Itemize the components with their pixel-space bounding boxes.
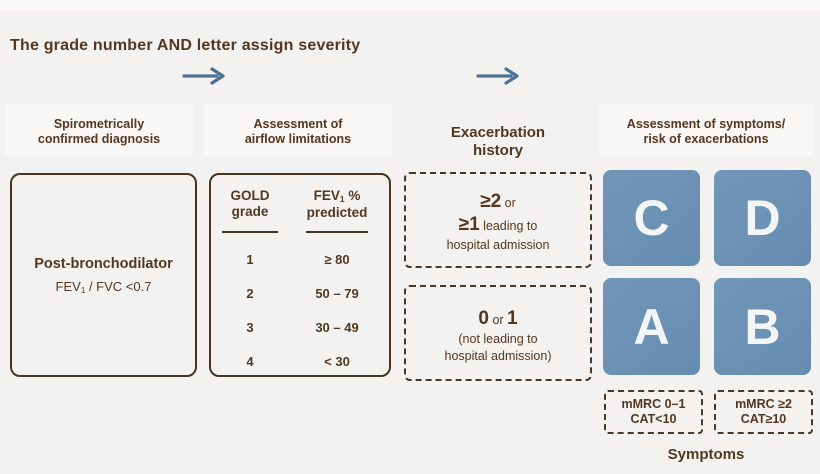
percent-text: % — [344, 188, 361, 203]
header-line: Spirometrically — [53, 117, 145, 131]
header-line: Exacerbation — [450, 124, 546, 141]
arrow-right-icon — [182, 67, 225, 85]
table-header-fev-predicted: FEV1 % predicted — [307, 188, 368, 221]
fev-cell: ≥ 80 — [324, 252, 350, 267]
exacerbation-line: ≥1 leading to — [459, 214, 538, 237]
page-title: The grade number AND letter assign sever… — [10, 37, 361, 54]
column-header-symptoms-risk: Assessment of symptoms/ risk of exacerba… — [599, 117, 813, 147]
table-row: 2 50 – 79 — [211, 286, 389, 301]
small-text: leading to — [479, 218, 538, 233]
header-chip-symptoms — [599, 104, 813, 156]
group-letter: B — [744, 298, 781, 355]
header-line: GOLD — [230, 188, 270, 203]
header-line: airflow limitations — [244, 132, 352, 146]
big-number: 1 — [507, 308, 518, 329]
table-row: 3 30 – 49 — [211, 320, 389, 335]
gold-grade-table-box: GOLD grade FEV1 % predicted 1 ≥ 80 2 50 … — [209, 173, 391, 377]
grade-cell: 4 — [246, 354, 254, 369]
header-chip-diagnosis — [5, 104, 193, 156]
table-header-gold-grade: GOLD grade — [231, 188, 270, 221]
fvc-text: / FVC <0.7 — [85, 279, 152, 294]
grade-cell: 1 — [246, 252, 254, 267]
group-letter: A — [633, 298, 670, 355]
big-number: 0 — [478, 308, 489, 329]
symptom-score-box-high: mMRC ≥2 CAT≥10 — [714, 390, 813, 434]
grade-cell: 2 — [246, 286, 254, 301]
group-letter: C — [633, 190, 670, 246]
exacerbation-line: hospital admission) — [444, 348, 552, 363]
fev-subscript: 1 — [339, 194, 345, 205]
header-line: Assessment of — [253, 117, 343, 131]
group-square-a: A — [603, 278, 700, 375]
group-letter: D — [744, 190, 781, 246]
fev-cell: < 30 — [324, 354, 350, 369]
header-line: confirmed diagnosis — [37, 132, 161, 146]
top-strip — [0, 0, 820, 10]
fev-text: FEV — [55, 279, 81, 294]
arrow-right-icon — [476, 67, 519, 85]
group-square-b: B — [714, 278, 811, 375]
fev-cell: 30 – 49 — [315, 320, 359, 335]
diagnosis-box: Post-bronchodilator FEV1 / FVC <0.7 — [10, 173, 197, 377]
big-number: ≥2 — [480, 190, 502, 212]
column-header-exacerbation: Exacerbation history — [404, 124, 592, 159]
exacerbation-low-risk-box: 0 or 1 (not leading to hospital admissio… — [404, 285, 592, 381]
column-header-diagnosis: Spirometrically confirmed diagnosis — [5, 117, 193, 147]
big-number: ≥1 — [458, 213, 480, 235]
symptoms-axis-label: Symptoms — [667, 446, 745, 463]
small-text: or — [488, 313, 508, 327]
header-chip-airflow — [204, 104, 392, 156]
exacerbation-line: ≥2 or — [480, 191, 516, 214]
header-line: predicted — [306, 205, 368, 220]
symptom-line: CAT≥10 — [740, 412, 787, 426]
exacerbation-line: (not leading to — [458, 332, 538, 346]
grade-cell: 3 — [246, 320, 254, 335]
fev-subscript: 1 — [80, 286, 86, 295]
header-line: FEV1 % — [307, 188, 368, 205]
fev-cell: 50 – 79 — [315, 286, 359, 301]
diagnosis-box-criteria: FEV1 / FVC <0.7 — [55, 279, 152, 295]
exacerbation-line: 0 or 1 — [478, 308, 517, 331]
group-square-c: C — [603, 170, 700, 266]
header-line: grade — [231, 204, 269, 219]
diagnosis-box-title: Post-bronchodilator — [34, 256, 173, 272]
table-header-underlines — [211, 231, 389, 233]
symptom-line: mMRC 0–1 — [621, 397, 686, 411]
exacerbation-line: hospital admission — [446, 237, 550, 252]
table-row: 1 ≥ 80 — [211, 252, 389, 267]
column-header-airflow: Assessment of airflow limitations — [204, 117, 392, 147]
table-row: 4 < 30 — [211, 354, 389, 369]
table-header-row: GOLD grade FEV1 % predicted — [211, 175, 389, 221]
exacerbation-high-risk-box: ≥2 or ≥1 leading to hospital admission — [404, 172, 592, 268]
header-line: risk of exacerbations — [643, 132, 769, 146]
underline — [306, 231, 368, 233]
small-text: or — [501, 195, 516, 210]
group-square-d: D — [714, 170, 811, 266]
underline — [222, 231, 278, 233]
symptom-line: mMRC ≥2 — [735, 397, 792, 411]
header-line: history — [472, 141, 523, 159]
symptom-score-box-low: mMRC 0–1 CAT<10 — [604, 390, 703, 434]
symptom-line: CAT<10 — [630, 412, 677, 426]
fev-text: FEV — [313, 188, 340, 203]
header-line: Assessment of symptoms/ — [626, 117, 786, 131]
